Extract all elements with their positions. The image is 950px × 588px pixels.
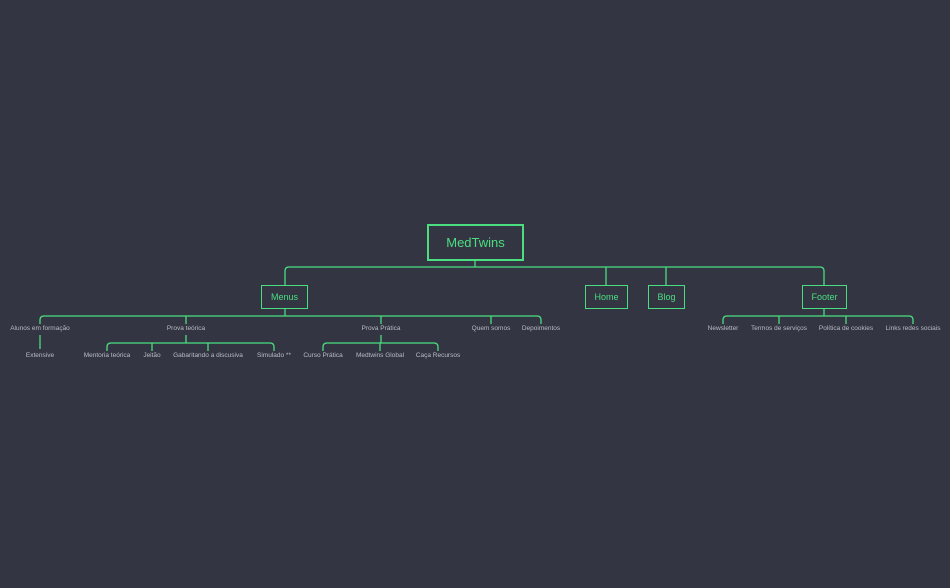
node-termos-de-servicos[interactable]: Termos de serviços bbox=[751, 325, 807, 332]
branch-footer[interactable]: Footer bbox=[802, 285, 847, 309]
node-prova-pratica[interactable]: Prova Prática bbox=[361, 325, 401, 332]
node-medtwins-global[interactable]: Medtwins Global bbox=[355, 352, 405, 359]
branch-home[interactable]: Home bbox=[585, 285, 628, 309]
node-jeitao[interactable]: Jeitão bbox=[143, 352, 161, 359]
node-caca-recursos[interactable]: Caça Recursos bbox=[415, 352, 461, 359]
node-simulado[interactable]: Simulado ** bbox=[257, 352, 291, 359]
node-mentoria-teorica[interactable]: Mentoria teórica bbox=[83, 352, 131, 359]
connector-root-bus bbox=[284, 261, 825, 285]
node-quem-somos[interactable]: Quem somos bbox=[471, 325, 511, 332]
connector-prova-pratica-bus bbox=[322, 335, 439, 351]
branch-menus[interactable]: Menus bbox=[261, 285, 308, 309]
node-depoimentos[interactable]: Depoimentos bbox=[521, 325, 561, 332]
node-curso-pratica[interactable]: Curso Prática bbox=[303, 352, 343, 359]
node-links-redes-sociais[interactable]: Links redes sociais bbox=[885, 325, 941, 332]
connector-footer-bus bbox=[722, 309, 914, 324]
node-extensive[interactable]: Extensive bbox=[25, 352, 55, 359]
node-alunos-em-formacao[interactable]: Alunos em formação bbox=[10, 325, 70, 332]
connector-prova-teorica-bus bbox=[106, 335, 275, 351]
node-gabaritando[interactable]: Gabaritando a discusiva bbox=[173, 352, 243, 359]
node-prova-teorica[interactable]: Prova teórica bbox=[166, 325, 206, 332]
node-newsletter[interactable]: Newsletter bbox=[707, 325, 739, 332]
root-node[interactable]: MedTwins bbox=[427, 224, 524, 261]
node-politica-de-cookies[interactable]: Política de cookies bbox=[818, 325, 874, 332]
branch-blog[interactable]: Blog bbox=[648, 285, 685, 309]
connector-menus-bus bbox=[39, 309, 542, 324]
